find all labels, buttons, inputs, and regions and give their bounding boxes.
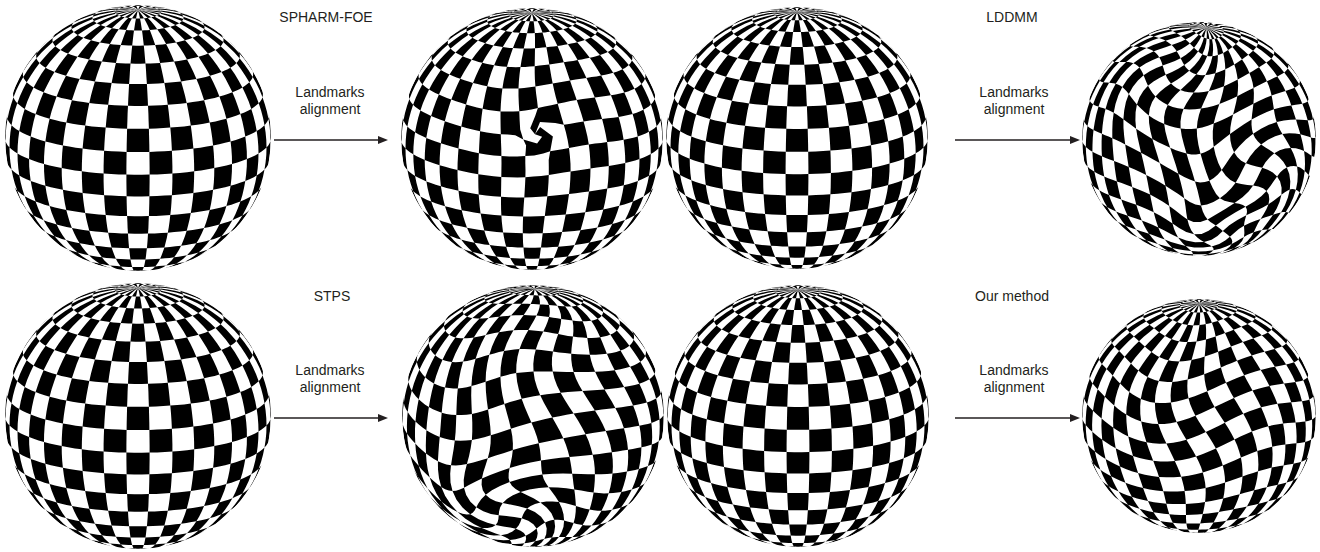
checker-squares bbox=[401, 8, 663, 270]
checkerboard-sphere bbox=[5, 283, 271, 549]
checker-squares bbox=[666, 7, 928, 269]
arrow-line bbox=[274, 417, 380, 418]
checkerboard-spheres bbox=[5, 5, 1316, 549]
arrow-line bbox=[955, 417, 1072, 418]
method-title: LDDMM bbox=[942, 9, 1082, 26]
checkerboard-sphere bbox=[5, 5, 271, 271]
arrows bbox=[274, 136, 1080, 422]
arrow-label: Landmarks alignment bbox=[972, 84, 1056, 118]
checkerboard-sphere bbox=[401, 8, 663, 270]
method-title: SPHARM-FOE bbox=[256, 9, 396, 26]
method-title: STPS bbox=[262, 288, 402, 305]
checker-squares bbox=[5, 283, 271, 549]
arrow-label: Landmarks alignment bbox=[288, 84, 372, 118]
sphere-ground bbox=[1082, 299, 1316, 533]
method-title: Our method bbox=[942, 288, 1082, 305]
sphere-ground bbox=[402, 285, 664, 547]
checker-squares bbox=[402, 285, 664, 547]
arrow-line bbox=[955, 139, 1072, 140]
arrow-label: Landmarks alignment bbox=[288, 362, 372, 396]
sphere-ground bbox=[666, 7, 928, 269]
arrow-head bbox=[378, 414, 388, 422]
sphere-ground bbox=[1082, 22, 1316, 256]
sphere-ground bbox=[401, 8, 663, 270]
checker-squares bbox=[1082, 22, 1316, 256]
checkerboard-sphere bbox=[667, 285, 929, 547]
checkerboard-sphere bbox=[666, 7, 928, 269]
arrow-label: Landmarks alignment bbox=[972, 362, 1056, 396]
checkerboard-sphere bbox=[1082, 299, 1316, 533]
sphere-ground bbox=[5, 283, 271, 549]
sphere-ground bbox=[667, 285, 929, 547]
checker-squares bbox=[5, 5, 271, 271]
arrow-line bbox=[274, 139, 380, 140]
checkerboard-sphere bbox=[1082, 22, 1316, 256]
checker-squares bbox=[1082, 299, 1316, 533]
checker-squares bbox=[667, 285, 929, 547]
arrow-head bbox=[1070, 136, 1080, 144]
arrow-head bbox=[378, 136, 388, 144]
arrow-head bbox=[1070, 414, 1080, 422]
sphere-ground bbox=[5, 5, 271, 271]
checkerboard-sphere bbox=[402, 285, 664, 547]
